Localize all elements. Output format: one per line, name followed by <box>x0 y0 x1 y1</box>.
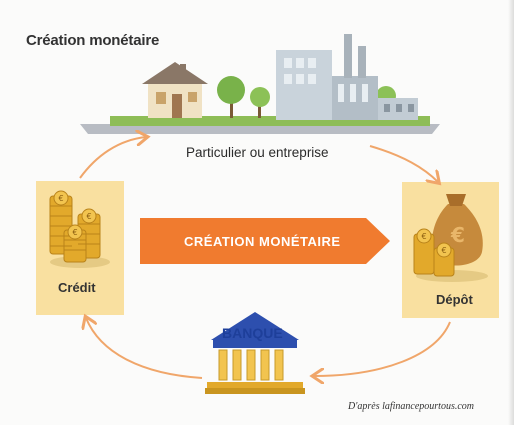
house-icon <box>142 62 208 118</box>
coin-stack-icon: € € € <box>49 190 110 268</box>
band-text: CRÉATION MONÉTAIRE <box>184 234 341 249</box>
credit-label: Crédit <box>58 280 96 295</box>
bank-icon <box>205 312 305 394</box>
arrow-depot-to-bank <box>314 321 451 376</box>
bank-label: BANQUE <box>222 325 283 341</box>
creation-arrow-band <box>140 218 390 264</box>
arrow-bank-to-credit <box>86 318 203 379</box>
city-scene <box>80 34 440 134</box>
tree-icon <box>217 76 245 118</box>
source-credit: D'après lafinancepourtous.com <box>348 401 475 412</box>
arrow-company-to-depot <box>369 145 438 182</box>
svg-text:€: € <box>441 246 446 255</box>
svg-text:€: € <box>421 232 426 241</box>
arrow-credit-to-company <box>79 137 146 179</box>
factory-icon <box>276 34 418 120</box>
depot-label: Dépôt <box>436 292 473 307</box>
svg-text:€: € <box>72 228 77 237</box>
tree-icon <box>250 87 270 118</box>
svg-text:€: € <box>450 223 465 247</box>
svg-text:€: € <box>86 212 91 221</box>
money-bag-icon: € € € <box>413 194 488 282</box>
svg-text:€: € <box>58 194 63 203</box>
page-edge-shadow <box>508 0 514 425</box>
top-caption: Particulier ou entreprise <box>186 145 329 160</box>
diagram-title: Création monétaire <box>26 32 160 49</box>
